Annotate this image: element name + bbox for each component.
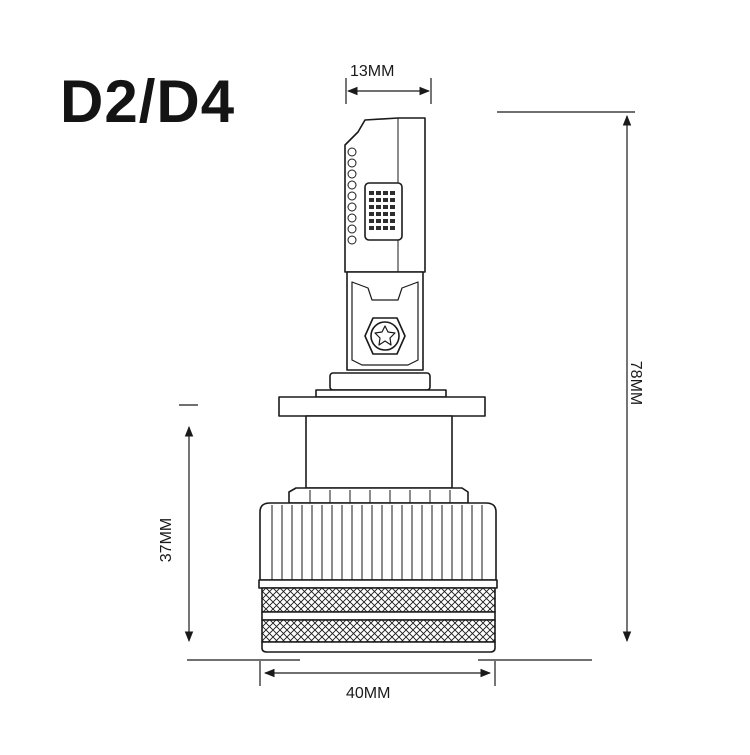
base-bottom xyxy=(261,641,496,653)
dim-label-base-width: 40MM xyxy=(346,685,391,702)
dim-label-total-height: 78MM xyxy=(627,360,644,406)
knurl-band-lower xyxy=(261,619,496,643)
model-title: D2/D4 xyxy=(60,68,236,135)
knurl-band-middle xyxy=(261,611,496,621)
fan-cap-slots xyxy=(309,490,451,503)
fan-housing xyxy=(259,502,497,581)
led-chip xyxy=(364,182,403,241)
knurl-band-top-edge xyxy=(258,579,498,589)
dim-label-base-height: 37MM xyxy=(158,517,175,563)
fan-cap xyxy=(288,487,469,504)
fan-fins xyxy=(271,505,483,580)
led-chip-beads xyxy=(347,147,357,245)
led-chip-grid xyxy=(369,191,395,230)
base-cylinder xyxy=(305,415,453,489)
collar-ring xyxy=(329,372,431,391)
dim-label-top-width: 13MM xyxy=(350,63,395,80)
bulb-body xyxy=(258,117,498,653)
knurl-band-upper xyxy=(261,587,496,613)
dimension-lines xyxy=(179,78,635,686)
screw-star-icon xyxy=(374,325,396,346)
mount-flange xyxy=(278,396,486,417)
collar-seat xyxy=(315,389,447,398)
